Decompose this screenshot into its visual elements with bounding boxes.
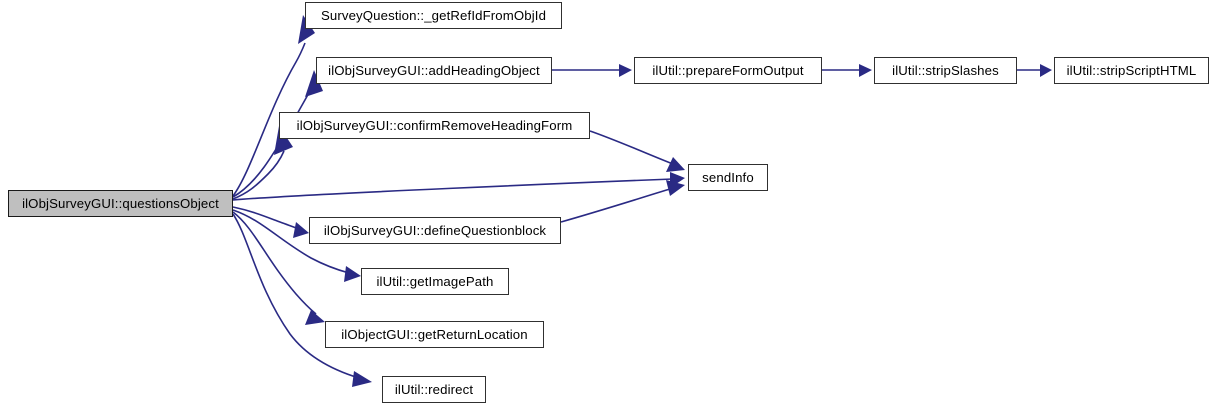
graph-node-label: ilUtil::stripSlashes	[892, 62, 999, 78]
graph-edge-prepareFormOutput-to-stripSlashes	[822, 64, 872, 77]
edge-line	[232, 206, 300, 230]
edge-arrowhead-icon	[1040, 64, 1052, 77]
graph-node-prepareFormOutput[interactable]: ilUtil::prepareFormOutput	[634, 57, 822, 84]
graph-edge-questionsObject-to-getRefIdFromObjId	[232, 15, 315, 197]
graph-edge-questionsObject-to-sendInfo	[232, 172, 685, 201]
edge-line	[232, 211, 317, 315]
graph-node-defineQuestionblock[interactable]: ilObjSurveyGUI::defineQuestionblock	[309, 217, 561, 244]
graph-node-label: sendInfo	[702, 169, 754, 185]
graph-node-label: SurveyQuestion::_getRefIdFromObjId	[320, 7, 547, 23]
graph-node-stripSlashes[interactable]: ilUtil::stripSlashes	[874, 57, 1017, 84]
graph-node-label: ilObjSurveyGUI::confirmRemoveHeadingForm	[296, 117, 573, 133]
graph-node-label: ilObjSurveyGUI::defineQuestionblock	[323, 222, 547, 238]
graph-node-label: ilUtil::redirect	[394, 381, 474, 397]
graph-node-label: ilUtil::stripScriptHTML	[1066, 62, 1197, 78]
graph-edge-questionsObject-to-defineQuestionblock	[232, 206, 309, 238]
edge-line	[232, 86, 313, 198]
graph-edge-addHeadingObject-to-prepareFormOutput	[552, 64, 632, 77]
graph-node-questionsObject[interactable]: ilObjSurveyGUI::questionsObject	[8, 190, 233, 217]
graph-node-label: ilObjSurveyGUI::addHeadingObject	[328, 62, 540, 78]
graph-node-getImagePath[interactable]: ilUtil::getImagePath	[361, 268, 509, 295]
graph-node-label: ilUtil::getImagePath	[376, 273, 494, 289]
graph-node-redirect[interactable]: ilUtil::redirect	[382, 376, 486, 403]
graph-edge-confirmRemoveHeadingForm-to-sendInfo	[589, 130, 685, 172]
edge-line	[232, 150, 285, 200]
graph-node-label: ilObjectGUI::getReturnLocation	[341, 326, 528, 342]
graph-node-sendInfo[interactable]: sendInfo	[688, 164, 768, 191]
graph-node-label: ilUtil::prepareFormOutput	[652, 62, 804, 78]
graph-node-getRefIdFromObjId[interactable]: SurveyQuestion::_getRefIdFromObjId	[305, 2, 562, 29]
edge-arrowhead-icon	[619, 64, 632, 77]
edge-arrowhead-icon	[670, 172, 685, 188]
edge-arrowhead-icon	[666, 157, 685, 172]
graph-edge-defineQuestionblock-to-sendInfo	[560, 180, 685, 223]
edge-line	[589, 130, 674, 165]
graph-node-addHeadingObject[interactable]: ilObjSurveyGUI::addHeadingObject	[316, 57, 552, 84]
graph-node-label: ilObjSurveyGUI::questionsObject	[22, 195, 219, 211]
edge-arrowhead-icon	[293, 222, 309, 238]
edge-arrowhead-icon	[859, 64, 872, 77]
edge-arrowhead-icon	[344, 266, 361, 282]
edge-arrowhead-icon	[666, 180, 685, 196]
graph-node-getReturnLocation[interactable]: ilObjectGUI::getReturnLocation	[325, 321, 544, 348]
edge-arrowhead-icon	[305, 310, 325, 325]
edge-line	[560, 187, 674, 223]
graph-node-confirmRemoveHeadingForm[interactable]: ilObjSurveyGUI::confirmRemoveHeadingForm	[279, 112, 590, 139]
edge-line	[232, 178, 674, 201]
graph-node-stripScriptHTML[interactable]: ilUtil::stripScriptHTML	[1054, 57, 1209, 84]
graph-edge-stripSlashes-to-stripScriptHTML	[1017, 64, 1052, 77]
edge-arrowhead-icon	[352, 371, 372, 387]
